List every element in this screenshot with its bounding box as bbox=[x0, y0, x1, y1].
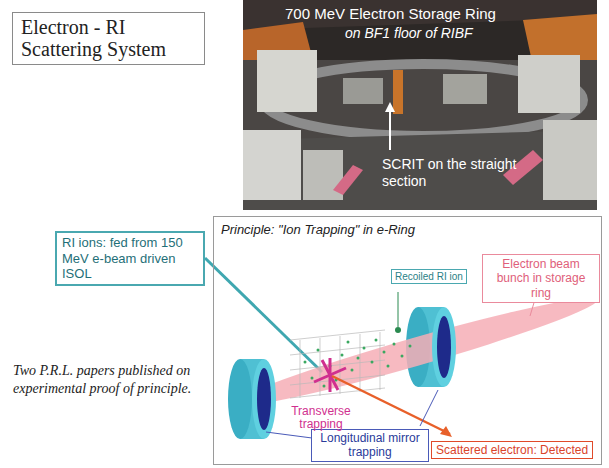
node-text: Electron beam bunch in storage ring bbox=[487, 257, 595, 300]
node-text: Scattered electron: Detected bbox=[436, 443, 588, 457]
note-text: Two P.R.L. papers published on experimen… bbox=[13, 362, 209, 398]
node-text: Electron - RI Scattering System bbox=[21, 16, 196, 61]
photo-label: SCRIT on the straight section bbox=[382, 156, 552, 190]
callout-label: Transverse trapping bbox=[284, 405, 358, 431]
node-text: Principle: "Ion Trapping" in e-Ring bbox=[221, 222, 415, 237]
photo-label: on BF1 floor of RIBF bbox=[345, 25, 473, 41]
principle-panel: Principle: "Ion Trapping" in e-RingRecoi… bbox=[213, 216, 602, 465]
source-box: RI ions: fed from 150 MeV e-beam driven … bbox=[55, 231, 205, 286]
node-text: Recoiled RI ion bbox=[395, 271, 463, 282]
node-text: Longitudinal mirror trapping bbox=[316, 431, 424, 460]
node-text: RI ions: fed from 150 MeV e-beam driven … bbox=[62, 235, 198, 282]
title-box: Electron - RI Scattering System bbox=[12, 12, 205, 65]
photo-label: 700 MeV Electron Storage Ring bbox=[285, 5, 496, 22]
callout-box: Electron beam bunch in storage ring bbox=[482, 254, 600, 303]
callout-box: Longitudinal mirror trapping bbox=[311, 429, 429, 462]
callout-box: Scattered electron: Detected bbox=[431, 441, 593, 459]
callout-box: Recoiled RI ion bbox=[391, 269, 467, 284]
